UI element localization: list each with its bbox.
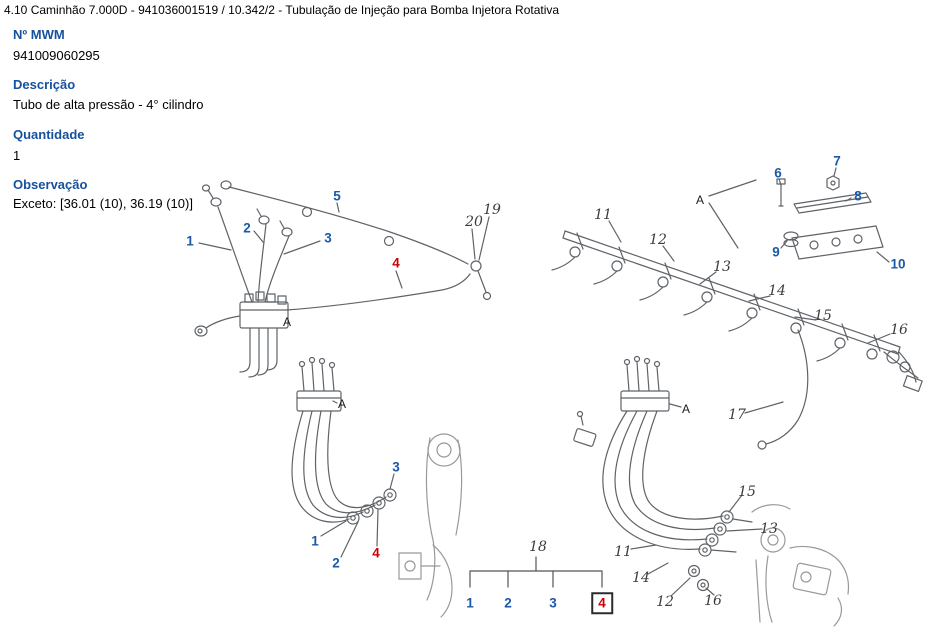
bottom-right-diagram <box>573 355 850 627</box>
ref-letter-A: A <box>282 315 292 329</box>
callout-5[interactable]: 5 <box>333 188 341 204</box>
callout-18: 18 <box>529 539 547 555</box>
callout-3[interactable]: 3 <box>549 595 557 611</box>
callout-7[interactable]: 7 <box>833 153 841 169</box>
callout-8[interactable]: 8 <box>854 188 862 204</box>
ref-letter-A: A <box>695 193 705 207</box>
callout-6[interactable]: 6 <box>774 165 782 181</box>
callout-19: 19 <box>483 202 501 218</box>
mwm-label: Nº MWM <box>13 27 65 42</box>
callout-9[interactable]: 9 <box>772 244 780 260</box>
callout-3[interactable]: 3 <box>392 459 400 475</box>
callout-2[interactable]: 2 <box>332 555 340 571</box>
callout-4[interactable]: 4 <box>392 255 400 271</box>
callout-2[interactable]: 2 <box>243 220 251 236</box>
right-rail-diagram <box>551 179 923 450</box>
callout-14: 14 <box>768 283 786 299</box>
quantidade-label: Quantidade <box>13 127 85 142</box>
descricao-value: Tubo de alta pressão - 4° cilindro <box>13 97 204 112</box>
clamp-detail-inset <box>776 167 890 263</box>
quantidade-value: 1 <box>13 148 21 163</box>
ref-letter-A: A <box>681 402 691 416</box>
callout-20: 20 <box>465 214 483 230</box>
callout-4[interactable]: 4 <box>372 545 380 561</box>
callout-3[interactable]: 3 <box>324 230 332 246</box>
callout-11: 11 <box>594 207 612 223</box>
callout-17: 17 <box>728 407 746 423</box>
mwm-value: 941009060295 <box>13 48 100 63</box>
callout-16: 16 <box>890 322 908 338</box>
callout-2[interactable]: 2 <box>504 595 512 611</box>
callout-15: 15 <box>738 484 756 500</box>
callout-13: 13 <box>713 259 731 275</box>
left-diagram <box>194 180 492 378</box>
callout-12: 12 <box>656 594 674 610</box>
callout-4[interactable]: 4 <box>591 592 613 614</box>
observacao-label: Observação <box>13 177 88 192</box>
ref-letter-A: A <box>337 397 347 411</box>
callout-10[interactable]: 10 <box>890 256 906 272</box>
callout-11: 11 <box>614 544 632 560</box>
page-title: 4.10 Caminhão 7.000D - 941036001519 / 10… <box>4 3 560 17</box>
callout-1[interactable]: 1 <box>466 595 474 611</box>
callout-13: 13 <box>760 521 778 537</box>
callout-16: 16 <box>704 593 722 609</box>
callout-14: 14 <box>632 570 650 586</box>
observacao-value: Exceto: [36.01 (10), 36.19 (10)] <box>13 196 193 211</box>
callout-15: 15 <box>814 308 832 324</box>
descricao-label: Descrição <box>13 77 76 92</box>
legend-bracket <box>469 556 603 588</box>
callout-1[interactable]: 1 <box>186 233 194 249</box>
bottom-left-diagram <box>291 356 463 618</box>
callout-1[interactable]: 1 <box>311 533 319 549</box>
callout-12: 12 <box>649 232 667 248</box>
